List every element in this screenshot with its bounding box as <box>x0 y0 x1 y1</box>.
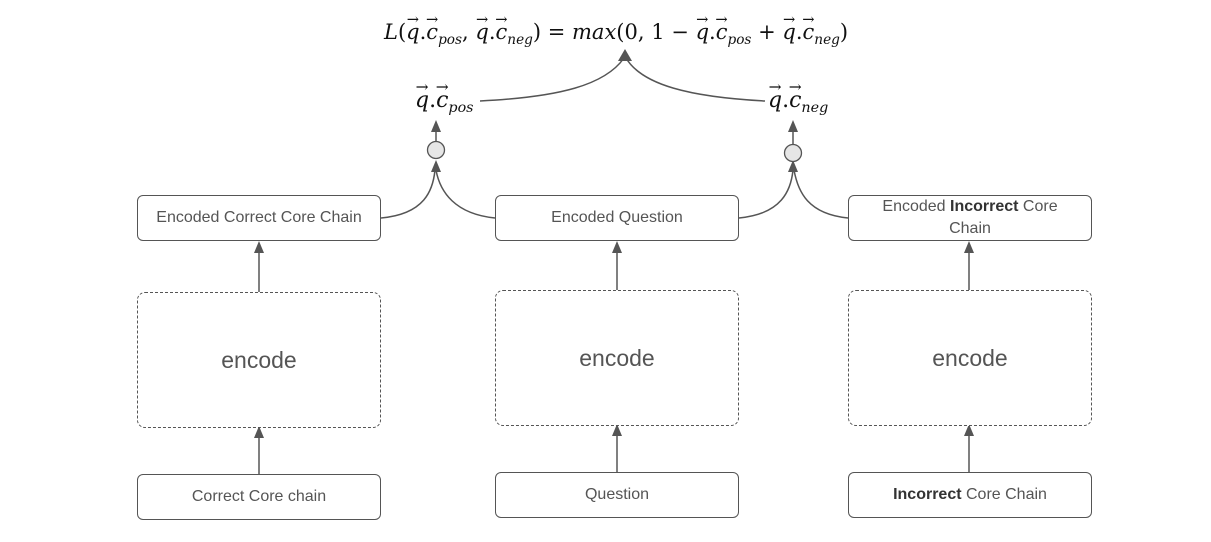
arrow-head-icon <box>254 241 264 253</box>
curve-question-to-neg-node <box>738 169 794 219</box>
dot-product-node-icon <box>783 143 803 163</box>
arrow-head-icon <box>612 424 622 436</box>
encoded-incorrect-core-chain-label: Encoded Incorrect Core Chain <box>882 198 1058 237</box>
incorrect-core-chain-input-box: Incorrect Core Chain <box>848 472 1092 518</box>
dot-product-node-icon <box>426 140 446 160</box>
positive-score-label: q.cpos <box>415 88 474 116</box>
question-label: Question <box>584 486 650 503</box>
curve-right-to-neg-node <box>793 169 849 219</box>
encoder-label: encode <box>579 344 655 371</box>
arrow-head-icon <box>431 120 441 132</box>
arrow-head-icon <box>964 424 974 436</box>
encoder-block-left: encode <box>137 292 381 428</box>
curve-neg-label-to-loss <box>625 57 766 102</box>
negative-score-label: q.cneg <box>768 88 828 116</box>
arrow-head-icon <box>618 49 632 61</box>
encoder-block-right: encode <box>848 290 1092 426</box>
correct-core-chain-label: Correct Core chain <box>191 488 327 505</box>
encoder-label: encode <box>932 344 1008 371</box>
encoder-label: encode <box>221 346 297 373</box>
encoded-question-label: Encoded Question <box>551 209 683 226</box>
arrow-head-icon <box>612 241 622 253</box>
arrow-head-icon <box>431 160 441 172</box>
correct-core-chain-input-box: Correct Core chain <box>137 474 381 520</box>
encoded-correct-core-chain-label: Encoded Correct Core Chain <box>156 209 362 226</box>
arrow-head-icon <box>254 426 264 438</box>
question-input-box: Question <box>495 472 739 518</box>
arrow-head-icon <box>788 120 798 132</box>
incorrect-core-chain-label: Incorrect Core Chain <box>893 486 1047 503</box>
curve-left-to-pos-node <box>380 169 436 219</box>
curve-pos-label-to-loss <box>479 57 625 102</box>
encoded-question-box: Encoded Question <box>495 195 739 241</box>
encoder-block-middle: encode <box>495 290 739 426</box>
encoded-incorrect-core-chain-box: Encoded Incorrect Core Chain <box>848 195 1092 241</box>
arrow-head-icon <box>788 160 798 172</box>
loss-formula: L(q.cpos, q.cneg) = max(0, 1 − q.cpos + … <box>384 20 848 48</box>
encoded-correct-core-chain-box: Encoded Correct Core Chain <box>137 195 381 241</box>
curve-question-to-pos-node <box>435 169 496 219</box>
arrow-head-icon <box>964 241 974 253</box>
